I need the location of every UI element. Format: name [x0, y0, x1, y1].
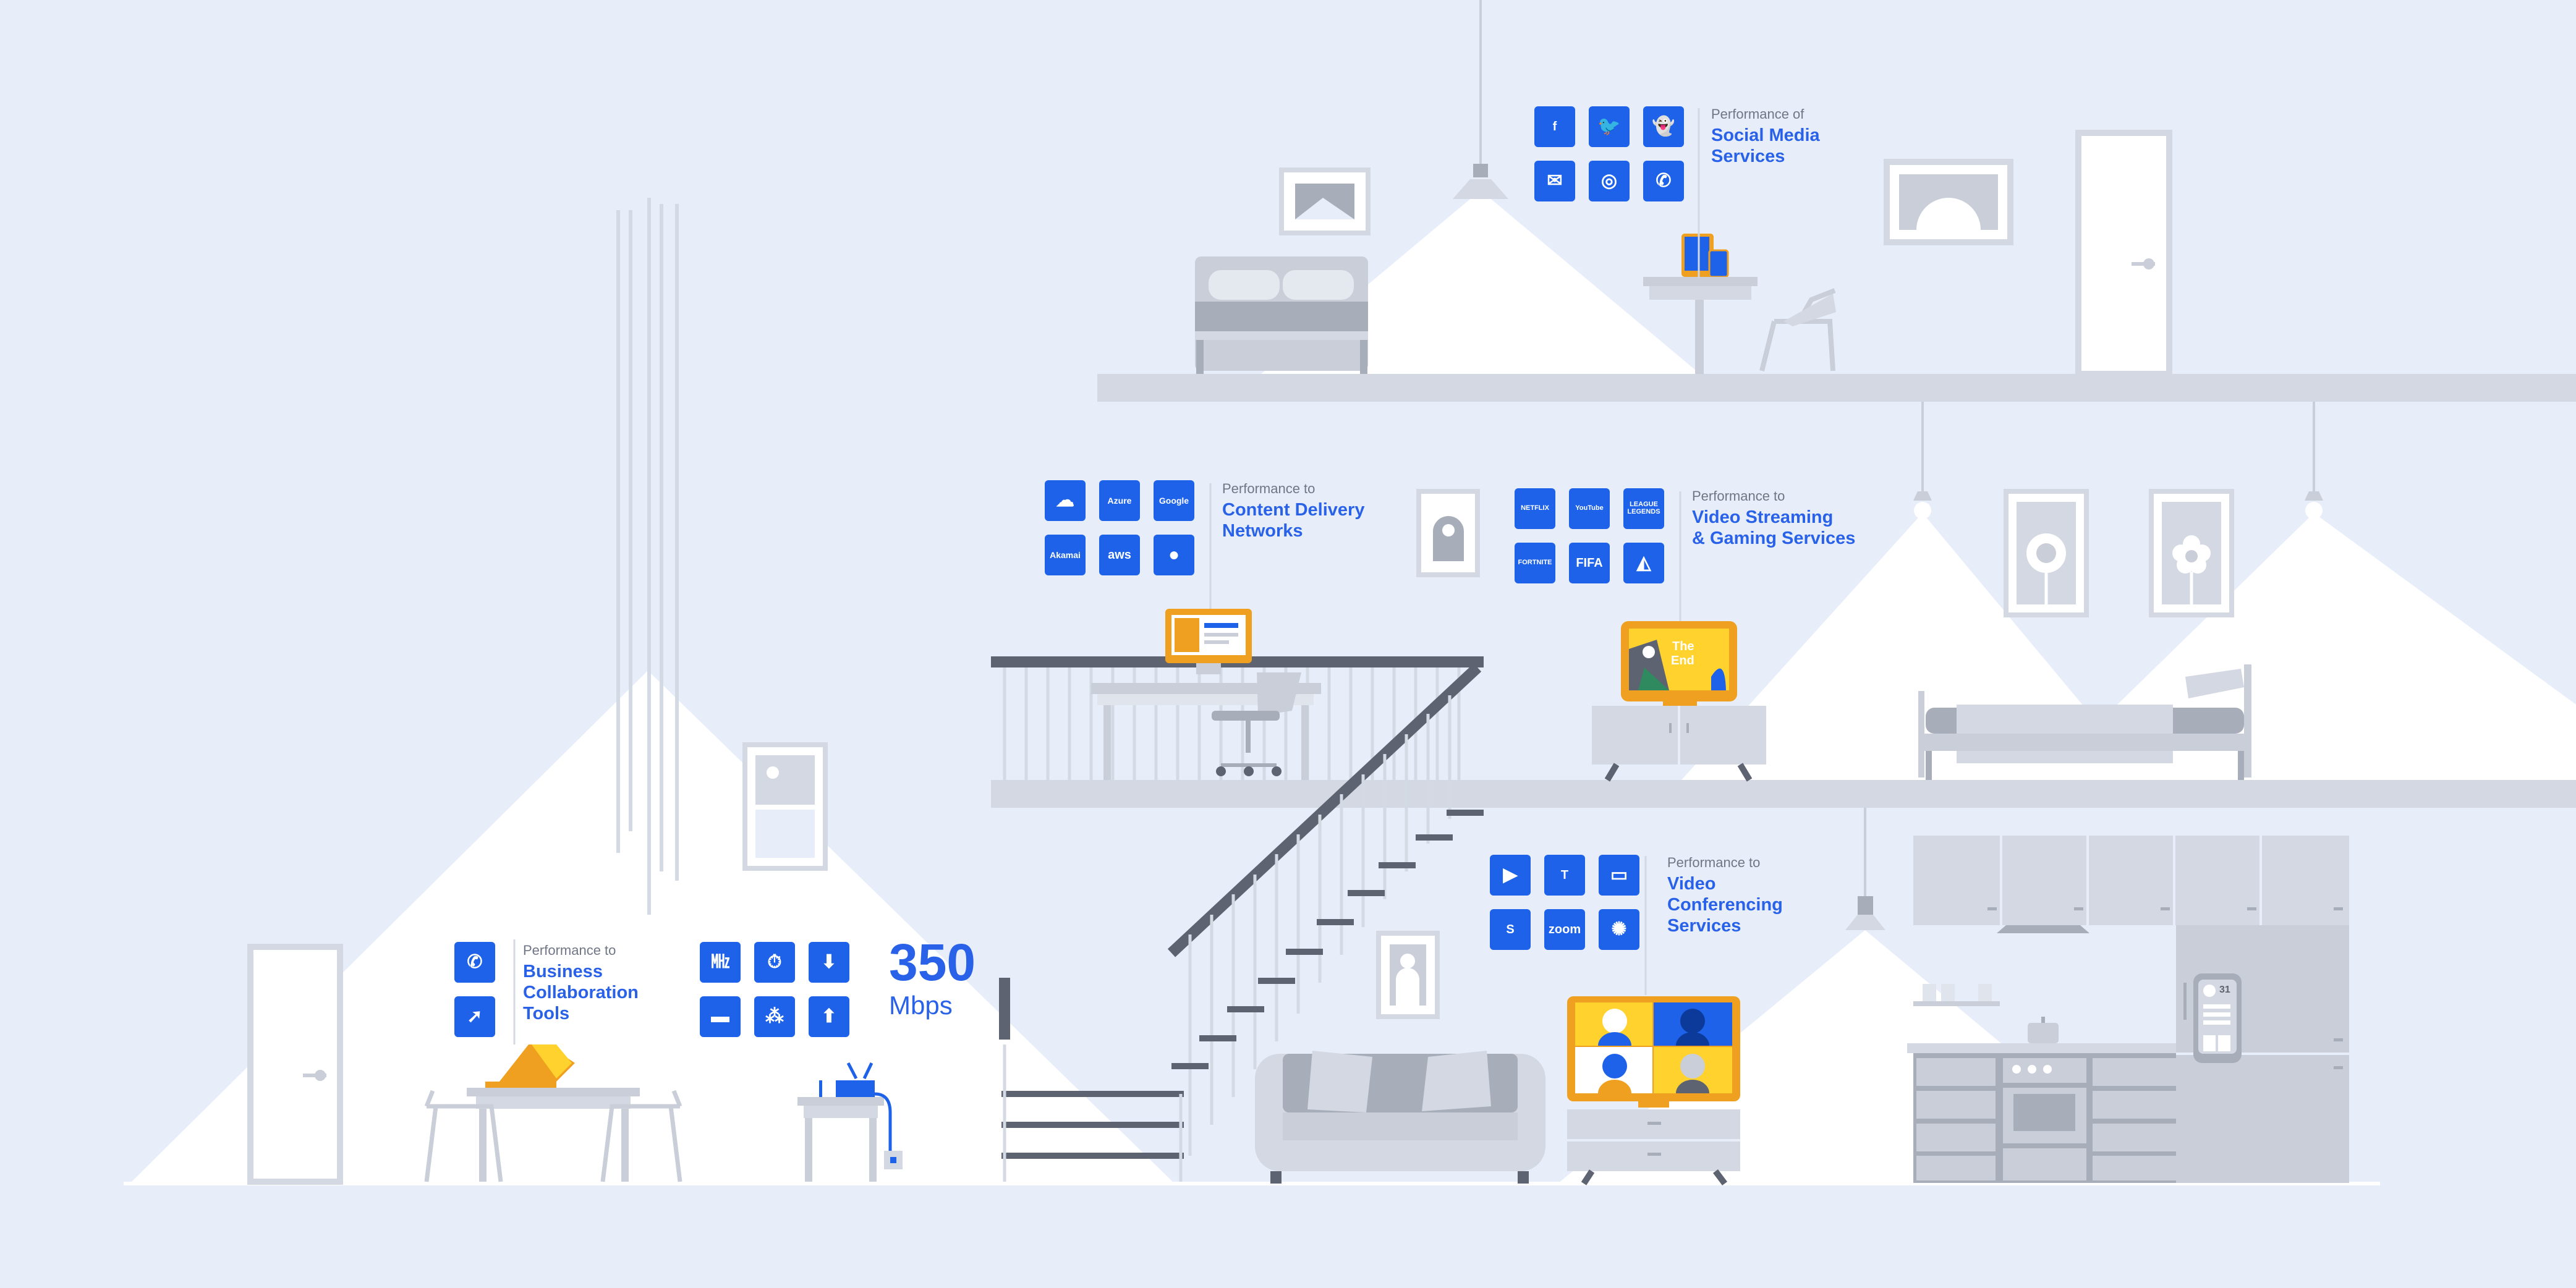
tv-mid-text: The: [1672, 640, 1694, 653]
cursor-icon: ➚: [454, 996, 495, 1037]
picture-frame-mountain: [1279, 167, 1371, 235]
speed-unit: Mbps: [889, 991, 953, 1020]
kitchen: 31: [1907, 836, 2349, 1183]
light-cone-top: [1261, 190, 1700, 374]
whatsapp-icon: ✆: [1643, 161, 1684, 201]
lamp-mid-right: [2305, 491, 2323, 501]
tv-stand-mid: The End: [1592, 621, 1766, 782]
office-chair: [1212, 672, 1301, 776]
chairs-ground: [424, 1090, 682, 1182]
sofa: [1255, 1051, 1545, 1184]
fortnite-icon: FORTNITE: [1515, 543, 1555, 583]
chat-bubble-icon: ▬: [700, 996, 741, 1037]
aws-icon: aws: [1099, 535, 1140, 575]
picture-frame-sunflower: [2004, 489, 2089, 617]
stopwatch-icon: ⏱: [754, 942, 795, 983]
hanging-strands: [616, 198, 679, 915]
side-table-devices: [1643, 234, 1758, 374]
top-floor-slab: [1097, 374, 2576, 402]
business-label-prefix: Performance to: [523, 943, 616, 958]
azure-icon: Azure: [1099, 480, 1140, 521]
fifa-icon: FIFA: [1569, 543, 1610, 583]
social-media-label-title: Social Media Services: [1711, 125, 1820, 166]
video-camera-icon: ▶: [1490, 855, 1531, 896]
picture-frame-window: [742, 742, 828, 871]
staircase: [999, 663, 1484, 1184]
laptop-desk: [467, 1044, 640, 1182]
speed-value: 350: [889, 933, 976, 991]
twitter-icon: 🐦: [1589, 106, 1630, 147]
business-label-title: Business Collaboration Tools: [523, 962, 639, 1023]
streaming-label-title: Video Streaming & Gaming Services: [1692, 507, 1856, 548]
speed-units-icon: ㎒: [700, 942, 741, 983]
cloudflare-icon: ☁: [1045, 480, 1086, 521]
apple-icon: ●: [1154, 535, 1194, 575]
light-cone-left: [130, 671, 1175, 1184]
zoom-icon: zoom: [1544, 909, 1585, 950]
cloud-upload-icon: ⬆: [809, 996, 849, 1037]
snapchat-icon: 👻: [1643, 106, 1684, 147]
bed-top: [1195, 256, 1368, 374]
webex-icon: ✺: [1599, 909, 1639, 950]
apex-icon: ◭: [1623, 543, 1664, 583]
streaming-label-prefix: Performance to: [1692, 488, 1785, 504]
akamai-icon: Akamai: [1045, 535, 1086, 575]
svg-text:End: End: [1671, 654, 1694, 667]
door-top: [2075, 130, 2172, 377]
ground-floor: [124, 1182, 2380, 1185]
door-ground: [247, 944, 343, 1185]
picture-frame-person: [1376, 931, 1440, 1019]
streaming-label: Performance to Video Streaming & Gaming …: [1692, 488, 1855, 549]
social-media-label: Performance of Social Media Services: [1711, 106, 1820, 167]
router-table: [797, 1062, 903, 1182]
conferencing-label-title: Video Conferencing Services: [1667, 874, 1783, 936]
cdn-label: Performance to Content Delivery Networks: [1222, 481, 1364, 541]
conferencing-label: Performance to Video Conferencing Servic…: [1667, 855, 1783, 936]
cdn-label-title: Content Delivery Networks: [1222, 500, 1365, 541]
google-chat-icon: ▭: [1599, 855, 1639, 896]
lamp-bottom: [1845, 915, 1885, 930]
picture-frame-sunset: [1884, 159, 2013, 245]
messenger-icon: ✉: [1534, 161, 1575, 201]
phone-icon: ✆: [454, 942, 495, 983]
network-nodes-icon: ⁂: [754, 996, 795, 1037]
skype-icon: S: [1490, 909, 1531, 950]
cdn-label-prefix: Performance to: [1222, 481, 1316, 496]
lamp-mid: [1913, 491, 1932, 501]
cloud-download-icon: ⬇: [809, 942, 849, 983]
lamp-top: [1473, 164, 1488, 177]
speed-readout: 350 Mbps: [889, 936, 976, 1020]
tv-conferencing: [1567, 996, 1740, 1185]
social-media-label-prefix: Performance of: [1711, 106, 1804, 122]
facebook-icon: f: [1534, 106, 1575, 147]
league-of-legends-icon: LEAGUE LEGENDS: [1623, 488, 1664, 529]
picture-frame-flower: [2149, 489, 2234, 617]
picture-frame-arch: [1416, 489, 1480, 577]
instagram-icon: ◎: [1589, 161, 1630, 201]
conferencing-label-prefix: Performance to: [1667, 855, 1761, 870]
teams-icon: T: [1544, 855, 1585, 896]
bed-mid: [1918, 664, 2251, 780]
netflix-icon: NETFLIX: [1515, 488, 1555, 529]
youtube-icon: YouTube: [1569, 488, 1610, 529]
business-label: Performance to Business Collaboration To…: [523, 943, 639, 1024]
mid-floor-slab: [991, 780, 2576, 808]
google-icon: Google: [1154, 480, 1194, 521]
fridge-day: 31: [2219, 985, 2230, 995]
